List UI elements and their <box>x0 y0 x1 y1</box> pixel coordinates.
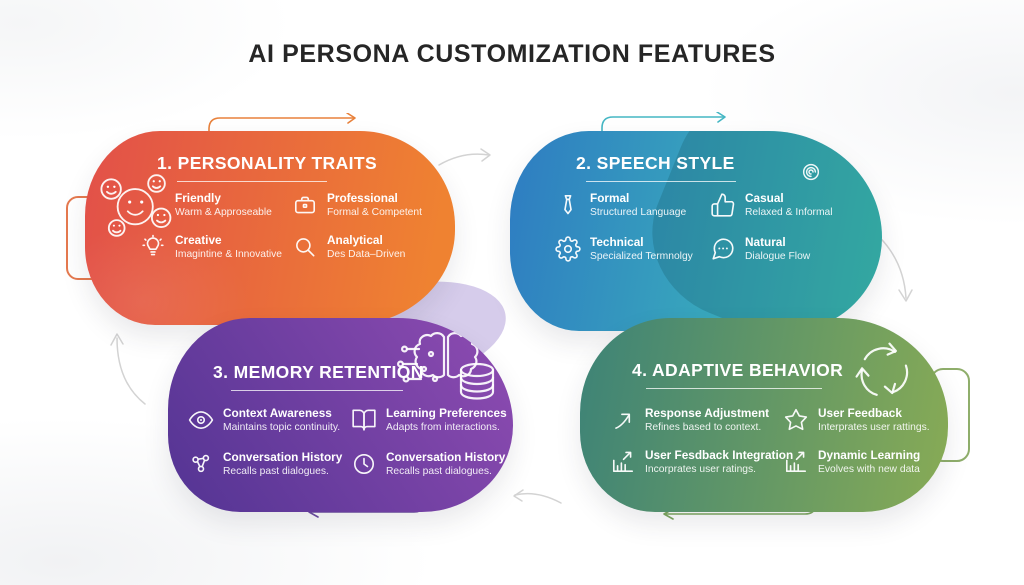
feature-title: User Feedback <box>818 406 902 420</box>
feature-item: Casual Relaxed & Informal <box>710 191 882 219</box>
clock-icon <box>353 454 375 475</box>
title-underline <box>586 181 736 182</box>
star-icon <box>784 408 808 431</box>
feature-subtitle: Interprates user rattings. <box>818 422 930 434</box>
circuit-brain-icon <box>192 455 210 473</box>
feature-title: Natural <box>745 235 786 250</box>
eye-icon <box>188 411 214 429</box>
feature-subtitle: Dialogue Flow <box>745 251 811 263</box>
feature-title: Response Adjustment <box>645 406 770 420</box>
feature-subtitle: Recalls past dialogues. <box>386 466 492 478</box>
title-underline <box>177 181 327 182</box>
feature-title: Technical <box>590 235 644 250</box>
feature-title: User Fesdback Integration <box>645 448 794 463</box>
orange-loop-arrow-icon <box>208 113 356 141</box>
cycle-arrows-icon <box>855 342 909 396</box>
feature-item: User Feedback Interprates user rattings. <box>783 406 948 434</box>
briefcase-icon <box>294 196 316 214</box>
card-title: 2. SPEECH STYLE <box>576 153 735 173</box>
smiley-group-icon <box>100 174 172 237</box>
card-personality-traits: 1. PERSONALITY TRAITS Friendly Warm & Ap… <box>85 131 455 325</box>
brain-database-icon <box>396 332 495 400</box>
feature-item: Professional Formal & Competent <box>292 191 455 219</box>
card-memory-retention: 3. MEMORY RETENTION <box>168 318 513 512</box>
feature-title: Professional <box>327 191 398 205</box>
card-title: 4. ADAPTIVE BEHAVIOR <box>632 360 844 380</box>
feature-subtitle: Incorprates user ratings. <box>645 464 757 476</box>
feature-item: Response Adjustment Refines based to con… <box>610 406 783 434</box>
card-adaptive-behavior: 4. ADAPTIVE BEHAVIOR Response Adjustment… <box>580 318 948 512</box>
feature-title: Conversation History <box>386 450 506 465</box>
title-underline <box>646 388 822 389</box>
card-title: 1. PERSONALITY TRAITS <box>157 153 378 173</box>
feature-item: Context Awareness Maintains topic contin… <box>188 406 351 434</box>
feature-title: Casual <box>745 191 784 205</box>
feature-subtitle: Relaxed & Informal <box>745 207 833 219</box>
feature-subtitle: Formal & Competent <box>327 207 422 219</box>
feature-item: Creative Imagintine & Innovative <box>140 233 292 261</box>
magnifier-icon <box>296 238 315 257</box>
gear-icon <box>555 236 581 263</box>
feature-title: Learning Preferences <box>386 406 507 420</box>
thumbs-up-icon <box>711 193 735 217</box>
trend-arrow-icon <box>615 413 631 429</box>
card-speech-style: 2. SPEECH STYLE Formal Structured Langua… <box>510 131 882 331</box>
curve-arrow-4-to-3-icon <box>513 489 562 504</box>
lightbulb-icon <box>142 235 164 256</box>
curve-arrow-3-to-1-icon <box>110 333 146 405</box>
spiral-icon <box>802 163 820 181</box>
bar-chart-arrow-icon <box>612 451 634 473</box>
feature-title: Context Awareness <box>223 406 332 420</box>
feature-subtitle: Warm & Approseable <box>175 207 272 219</box>
feature-item: Conversation History Recalls past dialog… <box>351 450 509 478</box>
chat-bubble-icon <box>712 238 734 260</box>
feature-title: Formal <box>590 191 630 205</box>
title-underline <box>231 390 403 391</box>
page-title: AI PERSONA CUSTOMIZATION FEATURES <box>248 40 776 68</box>
feature-item: Technical Specialized Termnolgy <box>555 235 710 263</box>
bar-chart-arrow-icon <box>785 451 807 473</box>
feature-item: Conversation History Recalls past dialog… <box>188 450 351 478</box>
feature-title: Conversation History <box>223 450 343 465</box>
feature-item: Friendly Warm & Approseable <box>140 191 292 219</box>
curve-arrow-1-to-2-icon <box>438 148 491 166</box>
teal-loop-arrow-icon <box>601 112 726 140</box>
feature-subtitle: Recalls past dialogues. <box>223 466 329 478</box>
book-icon <box>352 409 376 431</box>
feature-title: Friendly <box>175 191 221 205</box>
feature-item: Formal Structured Language <box>555 191 710 219</box>
feature-subtitle: Specialized Termnolgy <box>590 251 693 263</box>
feature-subtitle: Maintains topic continuity. <box>223 422 341 434</box>
feature-subtitle: Evolves with new data <box>818 464 920 476</box>
feature-item: Dynamic Learning Evolves with new data <box>783 448 948 476</box>
feature-subtitle: Structured Language <box>590 207 687 219</box>
feature-subtitle: Imagintine & Innovative <box>175 249 283 261</box>
feature-item: Learning Preferences Adapts from interac… <box>351 406 509 434</box>
feature-subtitle: Refines based to context. <box>645 422 762 434</box>
feature-item: User Fesdback Integration Incorprates us… <box>610 448 793 476</box>
card-title: 3. MEMORY RETENTION <box>213 362 424 382</box>
feature-item: Analytical Des Data–Driven <box>292 233 455 261</box>
feature-subtitle: Des Data–Driven <box>327 249 406 261</box>
feature-title: Analytical <box>327 233 383 248</box>
feature-title: Dynamic Learning <box>818 448 921 463</box>
feature-subtitle: Adapts from interactions. <box>386 422 500 434</box>
tie-icon <box>564 194 572 215</box>
feature-item: Natural Dialogue Flow <box>710 235 882 263</box>
feature-title: Creative <box>175 233 222 248</box>
